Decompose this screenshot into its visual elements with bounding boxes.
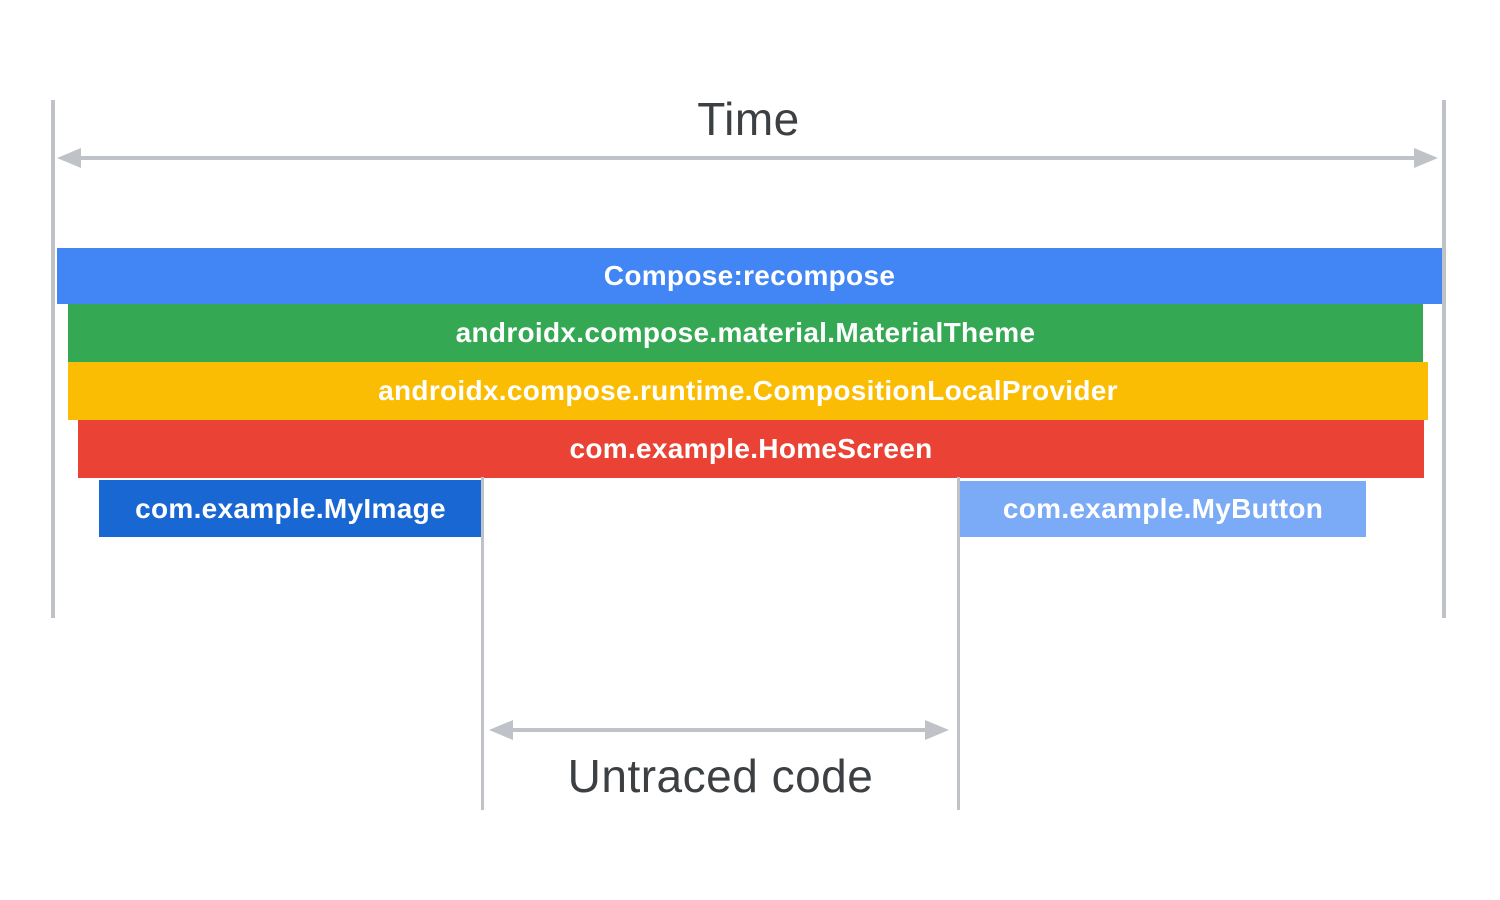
- time-axis-arrow: [57, 148, 1438, 168]
- trace-bar-label: com.example.MyButton: [1002, 493, 1324, 524]
- arrow-shaft: [74, 156, 1421, 160]
- trace-bar-label: androidx.compose.material.MaterialTheme: [455, 317, 1036, 348]
- untraced-span-arrow: [489, 720, 949, 740]
- time-guide-line-right: [1442, 100, 1446, 618]
- trace-bar-material-theme: androidx.compose.material.MaterialTheme: [68, 304, 1423, 362]
- arrow-shaft: [506, 728, 932, 732]
- arrowhead-right-icon: [925, 720, 949, 740]
- untraced-code-label: Untraced code: [567, 750, 874, 802]
- time-guide-line-left: [51, 100, 55, 618]
- arrowhead-right-icon: [1414, 148, 1438, 168]
- trace-bar-label: com.example.MyImage: [135, 492, 446, 524]
- time-axis-label: Time: [697, 93, 800, 145]
- untraced-guide-line-left: [481, 477, 484, 810]
- trace-bar-label: com.example.HomeScreen: [569, 433, 933, 464]
- trace-bar-compose-recompose: Compose:recompose: [57, 248, 1442, 304]
- trace-bar-composition-local-provider: androidx.compose.runtime.CompositionLoca…: [68, 362, 1428, 420]
- trace-bar-my-image: com.example.MyImage: [99, 480, 482, 537]
- trace-bar-my-button: com.example.MyButton: [960, 481, 1366, 537]
- arrowhead-left-icon: [489, 720, 513, 740]
- trace-bar-label: Compose:recompose: [603, 260, 896, 291]
- trace-bar-label: androidx.compose.runtime.CompositionLoca…: [378, 375, 1118, 406]
- trace-bar-home-screen: com.example.HomeScreen: [78, 420, 1424, 478]
- untraced-guide-line-right: [957, 477, 960, 810]
- arrowhead-left-icon: [57, 148, 81, 168]
